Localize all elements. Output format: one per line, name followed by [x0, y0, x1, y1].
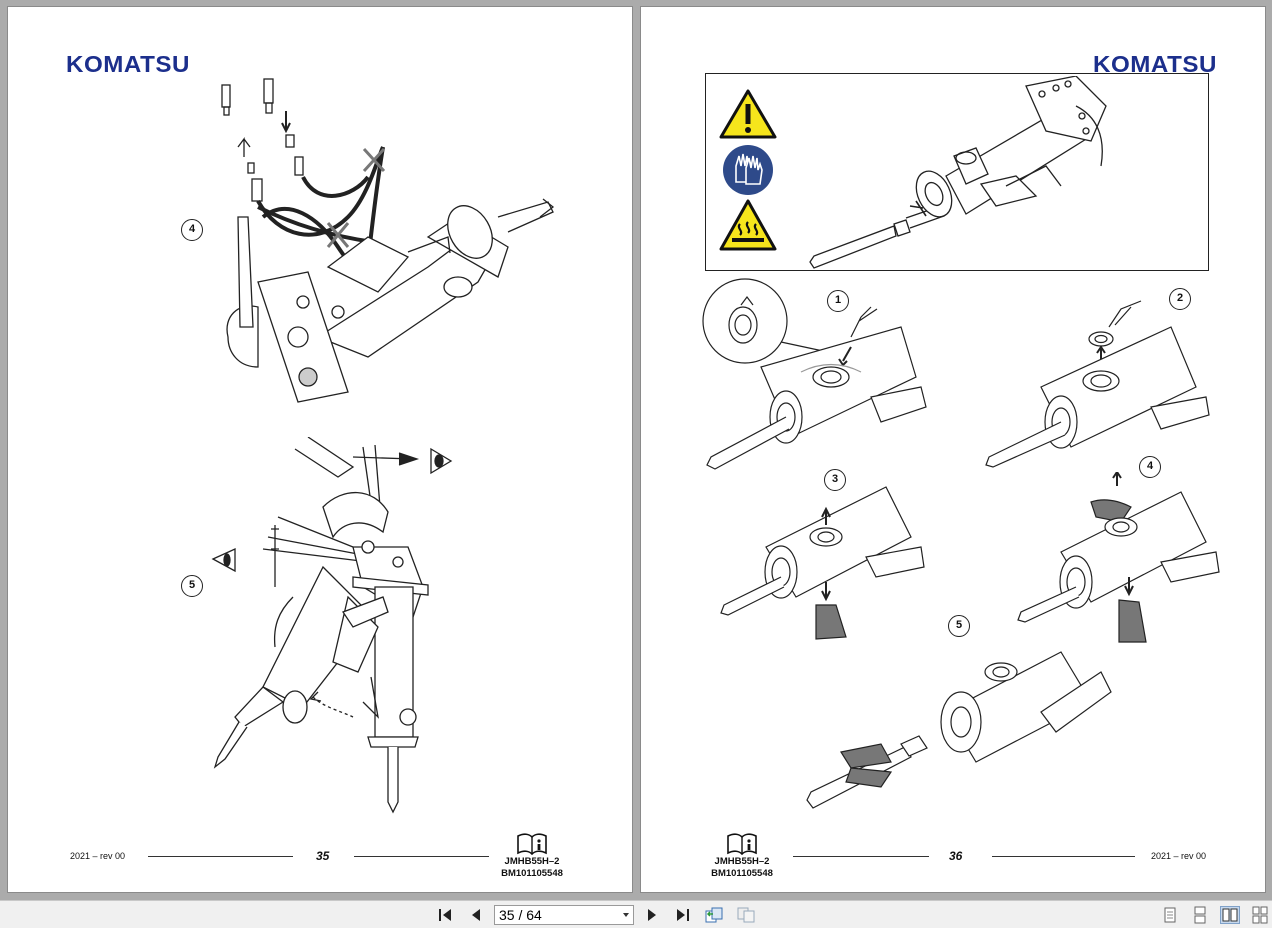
footer-rule — [992, 856, 1135, 857]
continuous-facing-view-icon[interactable] — [1250, 906, 1270, 924]
alignment-figure — [203, 437, 483, 822]
document-code: JMHB55H–2 BM101105548 — [702, 833, 782, 880]
page-35: KOMATSU — [7, 6, 633, 893]
step-1-figure — [701, 277, 931, 477]
page-number: 35 — [316, 849, 330, 863]
step-4-label: 4 — [1139, 456, 1161, 478]
footer-rule — [354, 856, 489, 857]
code-line-1: JMHB55H–2 — [504, 856, 560, 867]
page-number: 36 — [949, 849, 963, 863]
page-number-input[interactable]: 35 / 64 — [494, 905, 634, 925]
footer-rule — [148, 856, 293, 857]
step-5-figure — [801, 632, 1121, 822]
page-36: KOMATSU — [640, 6, 1266, 893]
page-footer: JMHB55H–2 BM101105548 36 2021 – rev 00 — [641, 833, 1265, 892]
hose-connection-figure — [168, 67, 568, 412]
step-4-figure — [1011, 472, 1221, 652]
step-3-figure — [716, 477, 926, 647]
first-page-icon[interactable] — [436, 906, 456, 924]
footer-date: 2021 – rev 00 — [70, 851, 126, 861]
document-viewer[interactable]: KOMATSU — [0, 0, 1272, 900]
step-5-label: 5 — [948, 615, 970, 637]
footer-date: 2021 – rev 00 — [1151, 851, 1207, 861]
facing-view-icon[interactable] — [1220, 906, 1240, 924]
go-back-icon[interactable] — [704, 906, 724, 924]
step-1-label: 1 — [827, 290, 849, 312]
page-indicator-text: 35 / 64 — [499, 907, 542, 923]
continuous-view-icon[interactable] — [1190, 906, 1210, 924]
step-5-label: 5 — [181, 575, 203, 597]
go-forward-icon[interactable] — [736, 906, 756, 924]
footer-rule — [793, 856, 929, 857]
last-page-icon[interactable] — [672, 906, 692, 924]
navigation-toolbar: 35 / 64 — [0, 900, 1272, 928]
step-4-label: 4 — [181, 219, 203, 241]
page-footer: 2021 – rev 00 35 JMHB55H–2 BM101105548 — [8, 833, 632, 892]
step-2-label: 2 — [1169, 288, 1191, 310]
step-2-figure — [981, 297, 1211, 477]
manual-book-icon — [727, 833, 757, 855]
manual-book-icon — [517, 833, 547, 855]
single-page-view-icon[interactable] — [1160, 906, 1180, 924]
wear-gloves-icon — [723, 145, 773, 195]
code-line-2: BM101105548 — [711, 868, 773, 879]
code-line-2: BM101105548 — [501, 868, 563, 879]
document-code: JMHB55H–2 BM101105548 — [492, 833, 572, 880]
step-3-label: 3 — [824, 469, 846, 491]
chevron-down-icon[interactable] — [623, 913, 629, 917]
warning-triangle-icon — [719, 89, 777, 139]
hot-surface-icon — [719, 199, 777, 251]
komatsu-logo: KOMATSU — [1093, 51, 1217, 77]
safety-warning-box — [705, 73, 1209, 271]
komatsu-logo: KOMATSU — [66, 51, 190, 77]
code-line-1: JMHB55H–2 — [714, 856, 770, 867]
next-page-icon[interactable] — [642, 906, 662, 924]
previous-page-icon[interactable] — [466, 906, 486, 924]
